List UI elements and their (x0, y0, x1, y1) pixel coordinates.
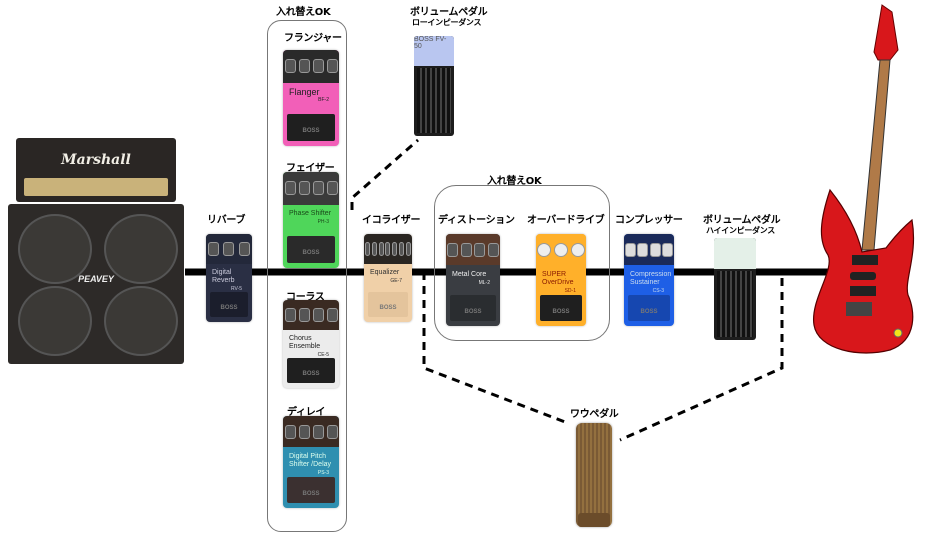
wah-label: ワウペダル (570, 409, 619, 420)
overdrive-label: オーバードライブ (527, 215, 605, 226)
phaser-pedal-name: Phase Shifter (289, 210, 332, 218)
speaker (18, 286, 92, 356)
reverb-pedal-name: Digital Reverb (212, 269, 235, 285)
chorus-label: コーラス (286, 292, 325, 303)
guitar-body (813, 188, 915, 354)
compressor-label: コンプレッサー (615, 215, 683, 226)
distortion-pedal-name: Metal Core (452, 270, 487, 278)
wah-cable-right (619, 278, 784, 442)
overdrive-pedal-name: SUPER OverDrive (542, 270, 574, 286)
amp-head-logo: Marshall (61, 152, 131, 168)
flanger-label: フランジャー (284, 33, 342, 44)
amp-cab-logo: PEAVEY (78, 274, 114, 284)
modulation-swap-label: 入れ替えOK (276, 7, 331, 18)
wah-cable-left (422, 272, 566, 424)
speaker (104, 214, 178, 284)
amp-cabinet: PEAVEY (8, 204, 184, 364)
chorus-pedal-name: Chorus Ensemble (289, 335, 321, 351)
guitar-knob (893, 328, 903, 338)
guitar-pickup (850, 286, 876, 296)
electric-guitar (813, 4, 915, 354)
drive-swap-group (434, 185, 610, 341)
phaser-label: フェイザー (286, 163, 335, 174)
eq-label: イコライザー (362, 215, 421, 226)
volume-low-pedal: BOSS FV-50 (414, 36, 454, 136)
speaker (18, 214, 92, 284)
flanger-pedal-name: Flanger (289, 87, 320, 98)
guitar-bridge (846, 302, 872, 316)
volume-low-label: ボリュームペダル (410, 7, 488, 18)
compressor-pedal-name: Compression Sustainer (630, 270, 672, 286)
amp-head: Marshall (16, 138, 176, 202)
delay-label: ディレイ (287, 407, 326, 418)
eq-pedal-name: Equalizer (370, 269, 400, 277)
volume-low-cable (350, 138, 419, 210)
volume-low-pedal-name: BOSS FV-50 (414, 36, 454, 66)
amp-stack: Marshall PEAVEY (8, 138, 184, 364)
speaker (104, 286, 178, 356)
wah-pedal (576, 423, 612, 527)
guitar-pickup (850, 272, 876, 280)
volume-high-sublabel: ハイインピーダンス (706, 226, 775, 235)
modulation-swap-group (267, 20, 347, 532)
volume-low-sublabel: ローインピーダンス (412, 18, 482, 27)
guitar-headstock (873, 4, 899, 61)
guitar-pickup (852, 255, 878, 265)
volume-high-label: ボリュームペダル (703, 215, 781, 226)
amp-head-panel (24, 178, 168, 196)
volume-high-pedal (714, 238, 756, 340)
delay-pedal-name: Digital Pitch Shifter /Delay (289, 452, 332, 468)
drive-swap-label: 入れ替えOK (487, 176, 542, 187)
reverb-label: リバーブ (207, 215, 246, 226)
guitar-neck (861, 59, 891, 251)
distortion-label: ディストーション (438, 215, 515, 226)
